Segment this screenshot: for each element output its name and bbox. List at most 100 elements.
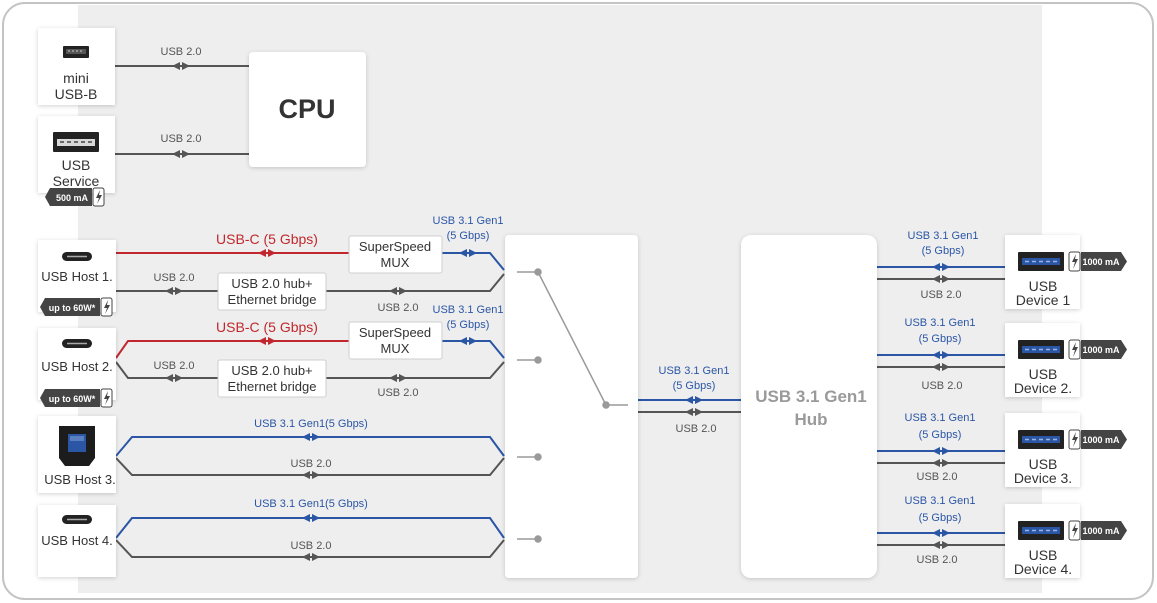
bidirectional-arrow-icon bbox=[389, 287, 407, 295]
bidirectional-arrow-icon bbox=[172, 150, 190, 158]
label-usb20-host3: USB 2.0 bbox=[291, 458, 332, 470]
mux-1-line2: MUX bbox=[381, 255, 410, 270]
bidirectional-arrow-icon bbox=[389, 374, 407, 382]
bidirectional-arrow-icon bbox=[685, 408, 703, 416]
bidirectional-arrows bbox=[165, 62, 950, 561]
device-label-line1: USB bbox=[1029, 547, 1058, 563]
port-mini-usb-b: mini USB-B bbox=[38, 28, 115, 105]
port-mini-line1: mini bbox=[63, 70, 89, 86]
mux-2-line2: MUX bbox=[381, 341, 410, 356]
device-label-line1: USB bbox=[1029, 278, 1058, 294]
label-usb31-dev1-l1: USB 3.1 Gen1 bbox=[908, 230, 979, 242]
hub-block: USB 3.1 Gen1 Hub bbox=[741, 235, 877, 578]
usb-c-icon bbox=[62, 515, 92, 524]
bridge-2: USB 2.0 hub+ Ethernet bridge bbox=[217, 359, 327, 398]
bidirectional-arrow-icon bbox=[302, 553, 320, 561]
port-host1-label: USB Host 1. bbox=[41, 269, 113, 284]
hub-label-line1: USB 3.1 Gen1 bbox=[755, 387, 867, 406]
device-label-line2: Device 4. bbox=[1014, 561, 1072, 577]
bidirectional-arrow-icon bbox=[932, 459, 950, 467]
badge-host2-power: up to 60W* bbox=[40, 388, 113, 408]
device-port-4: 1000 mA USB Device 4. bbox=[1005, 504, 1127, 578]
bidirectional-arrow-icon bbox=[302, 514, 320, 522]
device-ports: 1000 mA USB Device 1 1000 mA USB Device … bbox=[1005, 235, 1127, 578]
label-usb20-dev2: USB 2.0 bbox=[922, 380, 963, 392]
port-host-3: USB Host 3. bbox=[38, 416, 116, 493]
bidirectional-arrow-icon bbox=[172, 62, 190, 70]
line-bridge1-switch bbox=[326, 273, 505, 292]
bidirectional-arrow-icon bbox=[932, 263, 950, 271]
bidirectional-arrow-icon bbox=[302, 471, 320, 479]
label-usb31-dev3-l2: (5 Gbps) bbox=[919, 429, 962, 441]
port-host4-label: USB Host 4. bbox=[41, 533, 113, 548]
bidirectional-arrow-icon bbox=[685, 396, 703, 404]
power-bolt-icon bbox=[104, 300, 110, 314]
label-usb31-dev4-l1: USB 3.1 Gen1 bbox=[905, 495, 976, 507]
bidirectional-arrow-icon bbox=[165, 287, 183, 295]
badge-host2-text: up to 60W* bbox=[49, 394, 96, 404]
badge-host1-text: up to 60W* bbox=[49, 303, 96, 313]
label-usb31-dev1-l2: (5 Gbps) bbox=[922, 245, 965, 257]
label-usb31-hub-l1: USB 3.1 Gen1 bbox=[659, 365, 730, 377]
bridge-1: USB 2.0 hub+ Ethernet bridge bbox=[217, 272, 327, 311]
connection-labels: USB 2.0 USB 2.0 USB-C (5 Gbps) USB 2.0 U… bbox=[154, 46, 979, 566]
label-usb31-hub-l2: (5 Gbps) bbox=[673, 380, 716, 392]
label-usb31-mux1-l1: USB 3.1 Gen1 bbox=[433, 215, 504, 227]
usb-c-icon bbox=[62, 252, 92, 261]
usb-a-icon bbox=[1018, 252, 1064, 271]
label-usbc-host2: USB-C (5 Gbps) bbox=[216, 319, 318, 335]
line-host4-usb31 bbox=[115, 517, 505, 539]
device-badge: 1000 mA bbox=[1082, 257, 1120, 267]
label-usb31-host4: USB 3.1 Gen1(5 Gbps) bbox=[254, 498, 368, 510]
bridge-2-line2: Ethernet bridge bbox=[228, 379, 317, 394]
port-usb-service: USB Service bbox=[38, 116, 115, 193]
bidirectional-arrow-icon bbox=[932, 363, 950, 371]
port-service-line1: USB bbox=[62, 157, 91, 173]
label-usb31-host3: USB 3.1 Gen1(5 Gbps) bbox=[254, 418, 368, 430]
bidirectional-arrow-icon bbox=[302, 433, 320, 441]
label-usb20-mini: USB 2.0 bbox=[161, 46, 202, 58]
usb-b-icon bbox=[59, 426, 95, 466]
connection-lines bbox=[114, 65, 1005, 558]
badge-host1-power: up to 60W* bbox=[40, 297, 113, 317]
bridge-2-line1: USB 2.0 hub+ bbox=[231, 363, 312, 378]
power-bolt-icon bbox=[96, 190, 102, 204]
line-mux2-switch bbox=[442, 340, 505, 359]
label-usb20-dev1: USB 2.0 bbox=[921, 289, 962, 301]
label-usb20-dev3: USB 2.0 bbox=[917, 471, 958, 483]
bidirectional-arrow-icon bbox=[932, 529, 950, 537]
device-label-line2: Device 1 bbox=[1016, 292, 1071, 308]
switch-contacts bbox=[517, 268, 628, 543]
mux-2-line1: SuperSpeed bbox=[359, 325, 431, 340]
switch-lever bbox=[537, 271, 607, 406]
device-label-line2: Device 3. bbox=[1014, 470, 1072, 486]
bidirectional-arrow-icon bbox=[258, 337, 276, 345]
line-mux1-switch bbox=[442, 252, 505, 271]
label-usb31-mux2-l2: (5 Gbps) bbox=[447, 319, 490, 331]
line-bridge2-switch bbox=[326, 361, 505, 379]
bidirectional-arrow-icon bbox=[459, 249, 477, 257]
port-host-2: USB Host 2. bbox=[38, 328, 116, 400]
port-host-4: USB Host 4. bbox=[38, 505, 116, 577]
power-bolt-icon bbox=[1072, 432, 1078, 447]
label-usb20-hub: USB 2.0 bbox=[676, 423, 717, 435]
cpu-label: CPU bbox=[278, 94, 335, 124]
line-host3-usb31 bbox=[115, 436, 505, 457]
usb-a-icon bbox=[1018, 521, 1064, 540]
port-host3-label: USB Host 3. bbox=[44, 472, 116, 487]
label-usb31-mux2-l1: USB 3.1 Gen1 bbox=[433, 304, 504, 316]
switch-block bbox=[505, 235, 638, 578]
bidirectional-arrow-icon bbox=[459, 337, 477, 345]
port-host2-label: USB Host 2. bbox=[41, 359, 113, 374]
device-badge: 1000 mA bbox=[1082, 345, 1120, 355]
label-usb31-dev4-l2: (5 Gbps) bbox=[919, 512, 962, 524]
label-usb20-dev4: USB 2.0 bbox=[917, 554, 958, 566]
usb-a-icon bbox=[1018, 430, 1064, 449]
device-label-line1: USB bbox=[1029, 456, 1058, 472]
label-usb31-dev3-l1: USB 3.1 Gen1 bbox=[905, 412, 976, 424]
line-host2-usb20 bbox=[115, 361, 218, 379]
label-usb31-dev2-l2: (5 Gbps) bbox=[919, 333, 962, 345]
bidirectional-arrow-icon bbox=[932, 275, 950, 283]
